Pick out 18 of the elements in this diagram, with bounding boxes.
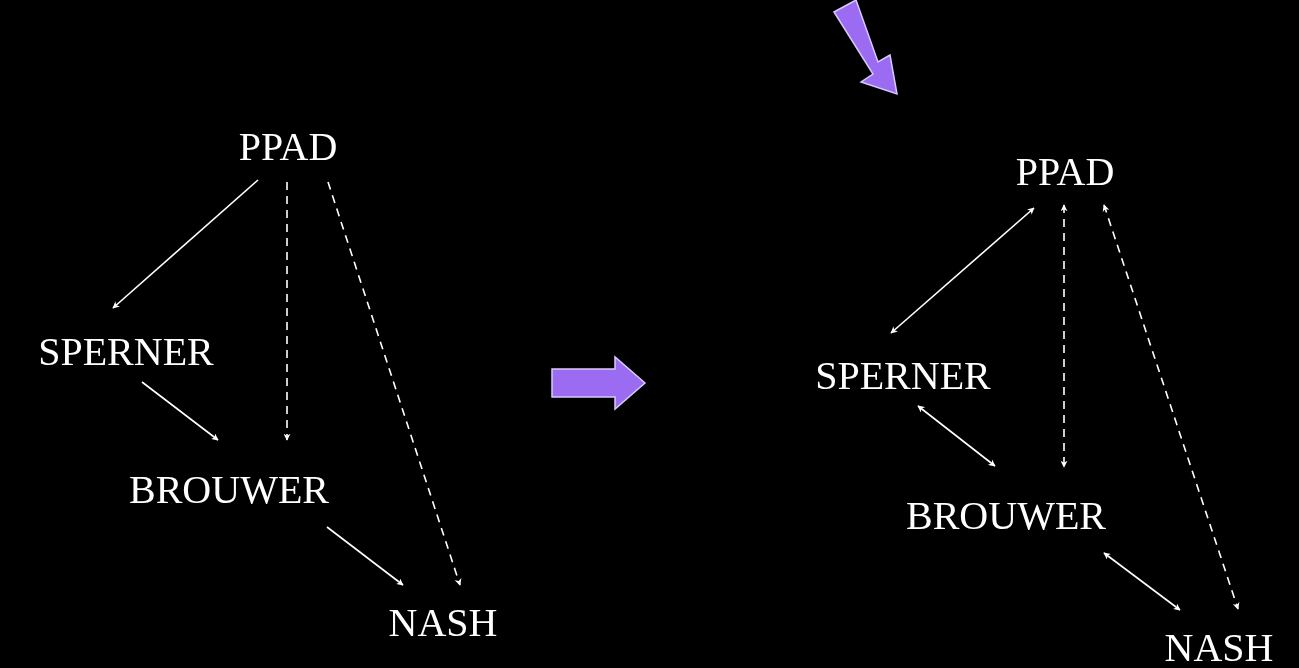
arrow [890,207,1035,334]
node-label: PPAD [234,113,342,181]
arrow [1102,204,1240,610]
arrow [1103,552,1181,611]
node-label: SPERNER [34,318,218,386]
arrow [141,381,219,441]
node-label: BROUWER [125,456,333,524]
arrow [326,526,404,586]
node-label: PPAD [1011,138,1119,206]
node-label: SPERNER [811,342,995,410]
arrow [917,405,996,467]
node-label: NASH [1160,614,1278,668]
node-label: NASH [384,589,502,657]
arrow [283,181,291,441]
node-label: BROUWER [902,482,1110,550]
arrow [112,179,259,309]
arrow [1060,204,1068,468]
arrow [327,181,462,586]
